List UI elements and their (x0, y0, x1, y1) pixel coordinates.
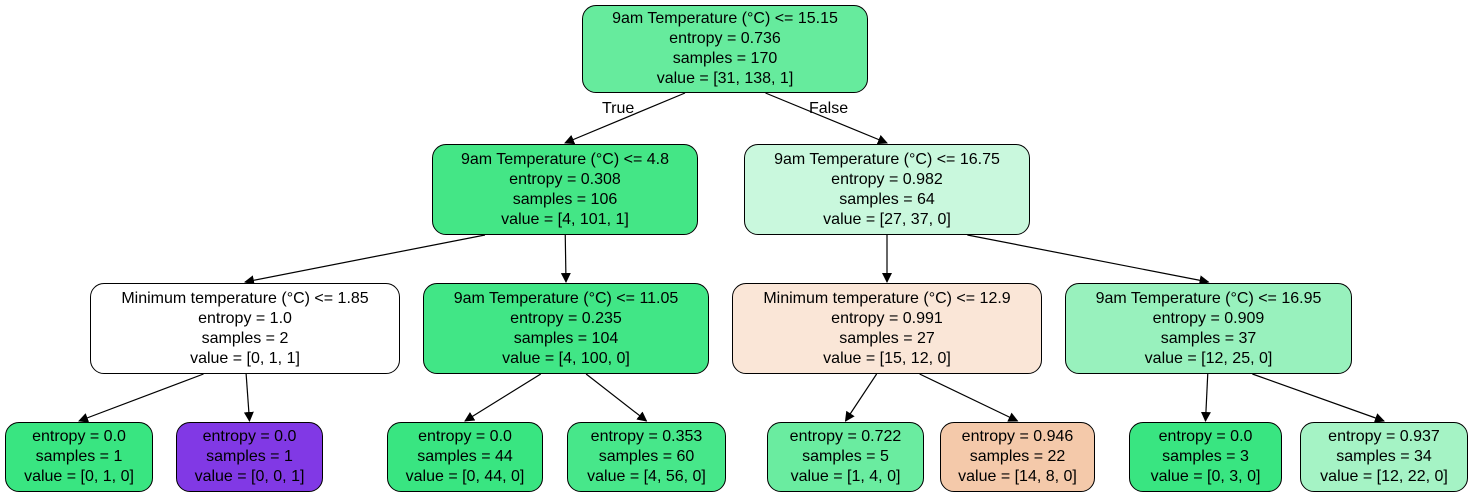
node-line: value = [0, 3, 0] (1150, 468, 1261, 485)
tree-node-n13: entropy = 0.0 samples = 3 value = [0, 3, 0… (1129, 422, 1282, 492)
node-line: value = [0, 44, 0] (405, 468, 525, 485)
tree-node-n12: 9am Temperature (°C) <= 16.95 entropy = 0… (1065, 283, 1352, 374)
node-line: entropy = 0.937 (1328, 428, 1440, 445)
node-line: samples = 27 (839, 329, 935, 347)
node-line: samples = 44 (417, 448, 513, 465)
node-line: samples = 2 (201, 329, 289, 347)
node-line: samples = 5 (802, 448, 889, 465)
node-line: value = [1, 4, 0] (790, 468, 901, 485)
edge-label-false: False (809, 100, 849, 117)
tree-edge-n1-n2 (244, 234, 486, 286)
node-line: samples = 37 (1160, 329, 1257, 347)
tree-edge-n0-n8 (765, 92, 888, 145)
tree-node-n4: entropy = 0.0 samples = 1 value = [0, 0, 1… (176, 422, 323, 492)
node-line: value = [27, 37, 0] (823, 210, 951, 228)
tree-edge-n2-n4 (243, 373, 254, 422)
node-line: entropy = 0.0 (32, 428, 126, 445)
node-line: value = [12, 22, 0] (1320, 468, 1448, 485)
tree-edge-n0-n1 (564, 92, 686, 145)
node-line: entropy = 0.308 (509, 170, 621, 188)
node-line: 9am Temperature (°C) <= 4.8 (461, 150, 669, 168)
node-line: entropy = 0.0 (202, 428, 297, 445)
node-line: entropy = 0.235 (510, 309, 622, 327)
node-line: entropy = 0.353 (590, 428, 703, 445)
node-line: 9am Temperature (°C) <= 11.05 (453, 289, 679, 307)
tree-edge-n12-n14 (1252, 373, 1385, 423)
tree-node-n14: entropy = 0.937 samples = 34 value = [12, … (1300, 422, 1468, 492)
tree-node-n5: 9am Temperature (°C) <= 11.05 entropy = 0… (423, 283, 709, 374)
node-line: value = [0, 0, 1] (194, 468, 305, 485)
node-line: samples = 3 (1162, 448, 1249, 465)
node-line: samples = 34 (1336, 448, 1432, 465)
node-line: value = [14, 8, 0] (958, 468, 1077, 485)
node-line: entropy = 0.736 (669, 30, 781, 47)
tree-node-n3: entropy = 0.0 samples = 1 value = [0, 1, 0… (5, 422, 153, 492)
node-line: samples = 1 (35, 448, 123, 465)
tree-edge-n8-n12 (967, 234, 1210, 286)
tree-edge-n2-n3 (78, 373, 204, 423)
node-line: entropy = 0.722 (789, 428, 902, 445)
node-line: samples = 170 (672, 50, 778, 67)
node-line: value = [12, 25, 0] (1144, 349, 1273, 367)
node-line: value = [4, 101, 1] (501, 210, 629, 228)
node-line: samples = 104 (513, 329, 619, 347)
node-line: entropy = 0.991 (831, 309, 943, 327)
node-line: entropy = 0.0 (1158, 428, 1253, 445)
edge-label-true: True (602, 100, 635, 117)
node-line: 9am Temperature (°C) <= 16.75 (774, 150, 1000, 168)
node-line: samples = 1 (206, 448, 293, 465)
node-line: value = [31, 138, 1] (656, 70, 794, 87)
tree-node-n1: 9am Temperature (°C) <= 4.8 entropy = 0.3… (432, 144, 698, 235)
node-line: entropy = 0.0 (418, 428, 512, 445)
tree-node-n6: entropy = 0.0 samples = 44 value = [0, 44,… (387, 422, 543, 492)
node-line: 9am Temperature (°C) <= 15.15 (612, 10, 838, 27)
node-line: Minimum temperature (°C) <= 1.85 (121, 289, 369, 307)
tree-edge-n12-n13 (1200, 373, 1211, 422)
node-line: entropy = 0.982 (831, 170, 943, 188)
node-line: samples = 60 (598, 448, 695, 465)
tree-edge-n9-n11 (919, 373, 1019, 422)
tree-node-n9: Minimum temperature (°C) <= 12.9 entropy … (732, 283, 1042, 374)
node-line: entropy = 0.909 (1152, 309, 1265, 327)
node-line: Minimum temperature (°C) <= 12.9 (763, 289, 1011, 307)
tree-edge-n5-n6 (464, 373, 542, 422)
tree-node-n0: 9am Temperature (°C) <= 15.15 entropy = 0… (582, 5, 868, 93)
tree-node-n8: 9am Temperature (°C) <= 16.75 entropy = 0… (744, 144, 1030, 235)
node-line: value = [0, 1, 1] (190, 349, 300, 367)
tree-node-n10: entropy = 0.722 samples = 5 value = [1, 4,… (767, 422, 924, 492)
tree-edge-n5-n7 (585, 373, 648, 422)
node-line: samples = 64 (839, 190, 935, 208)
node-line: 9am Temperature (°C) <= 16.95 (1095, 289, 1322, 307)
tree-edge-n1-n5 (560, 234, 571, 283)
tree-node-n7: entropy = 0.353 samples = 60 value = [4, 5… (567, 422, 726, 492)
tree-node-n11: entropy = 0.946 samples = 22 value = [14, … (940, 422, 1095, 492)
tree-edge-n9-n10 (844, 373, 878, 422)
node-line: value = [4, 56, 0] (587, 468, 706, 485)
node-line: entropy = 1.0 (198, 309, 292, 327)
node-line: entropy = 0.946 (961, 428, 1074, 445)
node-line: value = [4, 100, 0] (502, 349, 630, 367)
node-line: samples = 22 (969, 448, 1066, 465)
node-line: value = [0, 1, 0] (24, 468, 134, 485)
node-line: value = [15, 12, 0] (823, 349, 951, 367)
tree-node-n2: Minimum temperature (°C) <= 1.85 entropy … (90, 283, 400, 374)
node-line: samples = 106 (512, 190, 618, 208)
